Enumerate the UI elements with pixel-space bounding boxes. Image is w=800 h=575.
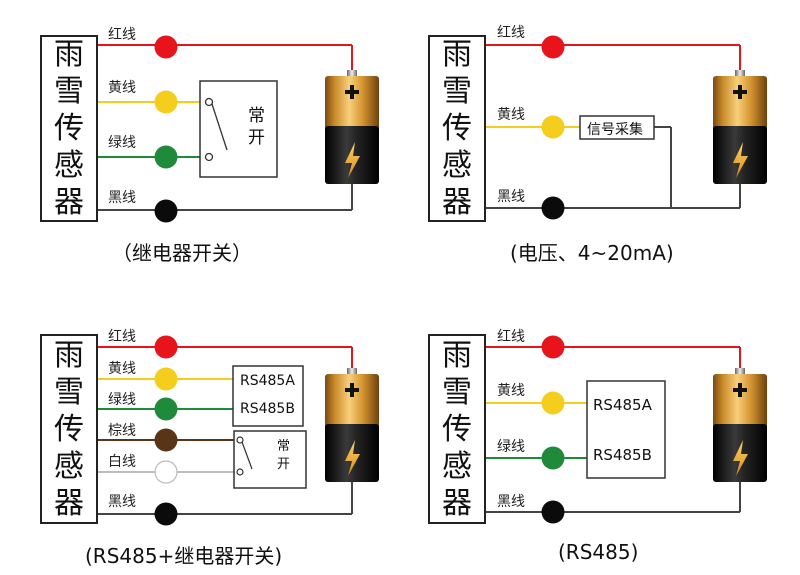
panel-caption: (RS485)	[558, 540, 639, 564]
relay-contact-top	[236, 436, 244, 444]
rs485-box	[586, 380, 666, 479]
green-terminal	[154, 145, 178, 169]
panel-caption: (电压、4~20mA)	[510, 241, 674, 265]
sensor-char: 感	[54, 148, 84, 183]
yellow-terminal	[154, 367, 178, 391]
panel-rs485-wiring	[485, 335, 767, 524]
sensor-box: 雨 雪 传 感 器	[428, 334, 486, 524]
sensor-char: 器	[442, 485, 472, 521]
wire-label-yellow: 黄线	[108, 361, 136, 377]
sensor-char: 传	[54, 411, 84, 447]
black-terminal	[154, 199, 178, 223]
relay-contact-bottom	[204, 152, 214, 162]
sensor-char: 雨	[442, 37, 472, 72]
wire-label-red: 红线	[108, 27, 136, 43]
wire-label-black: 黑线	[497, 189, 525, 205]
wire-label-red: 红线	[108, 329, 136, 345]
panel-analog: 雨 雪 传 感 器 红线 黄线 黑线 信号采集 (电压、4~20mA)	[400, 0, 800, 287]
panel-relay-wiring	[97, 35, 379, 223]
yellow-terminal	[154, 90, 178, 114]
sensor-char: 器	[54, 485, 84, 521]
relay-contact-top	[204, 97, 214, 107]
battery-icon	[713, 70, 767, 184]
wire-label-brown: 棕线	[108, 423, 136, 439]
relay-box	[233, 430, 307, 489]
signal-acquisition-label: 信号采集	[587, 122, 643, 138]
sensor-box: 雨 雪 传 感 器	[40, 334, 98, 524]
relay-contact-bottom	[236, 468, 244, 476]
wire-label-green: 绿线	[108, 135, 136, 151]
wire-label-white: 白线	[108, 454, 136, 470]
relay-label-char: 常	[248, 106, 265, 126]
panel-analog-wiring	[485, 35, 767, 220]
battery-icon	[325, 368, 379, 482]
sensor-char: 器	[442, 185, 472, 220]
sensor-char: 传	[442, 411, 472, 447]
sensor-box: 雨 雪 传 感 器	[40, 35, 98, 222]
wire-label-red: 红线	[497, 25, 525, 41]
relay-label-char: 开	[277, 457, 291, 472]
wire-label-yellow: 黄线	[497, 383, 525, 399]
red-terminal	[541, 35, 565, 59]
rs485a-label: RS485A	[240, 373, 295, 389]
sensor-char: 雨	[442, 337, 472, 373]
rs485-box	[232, 365, 304, 427]
sensor-char: 传	[442, 111, 472, 146]
yellow-terminal	[541, 115, 565, 139]
sensor-char: 感	[442, 448, 472, 484]
relay-box	[199, 80, 278, 178]
brown-terminal	[154, 428, 178, 452]
relay-switch-arm	[211, 103, 228, 151]
panel-caption: (RS485+继电器开关)	[85, 544, 283, 568]
black-terminal	[541, 196, 565, 220]
wire-label-red: 红线	[497, 329, 525, 345]
white-terminal	[154, 460, 178, 484]
wire-label-yellow: 黄线	[497, 107, 525, 123]
black-terminal	[154, 502, 178, 526]
sensor-char: 传	[54, 111, 84, 146]
panel-rs485: 雨 雪 传 感 器 红线 黄线 绿线 黑线 RS485A RS485B (RS4…	[400, 288, 800, 575]
wire-label-yellow: 黄线	[108, 80, 136, 96]
red-terminal	[541, 335, 565, 359]
rs485b-label: RS485B	[593, 446, 652, 464]
sensor-char: 雨	[54, 337, 84, 373]
relay-label-char: 常	[277, 439, 291, 454]
red-terminal	[154, 35, 178, 59]
red-terminal	[154, 335, 178, 359]
wire-label-black: 黑线	[108, 494, 136, 510]
sensor-char: 雨	[54, 37, 84, 72]
yellow-terminal	[541, 391, 565, 415]
relay-switch-arm	[241, 441, 253, 470]
black-terminal	[541, 500, 565, 524]
sensor-box: 雨 雪 传 感 器	[428, 35, 486, 222]
sensor-char: 雪	[54, 374, 84, 410]
sensor-char: 雪	[54, 74, 84, 109]
battery-icon	[713, 368, 767, 482]
rs485b-label: RS485B	[240, 401, 295, 417]
green-terminal	[154, 397, 178, 421]
wire-label-green: 绿线	[497, 439, 525, 455]
wire-label-black: 黑线	[497, 494, 525, 510]
sensor-char: 雪	[442, 374, 472, 410]
battery-icon	[325, 70, 379, 184]
panel-rs485-relay: 雨 雪 传 感 器 红线 黄线 绿线 棕线 白线 黑线 RS485A RS485…	[0, 288, 400, 575]
green-terminal	[541, 446, 565, 470]
panel-relay: 雨 雪 传 感 器 红线 黄线 绿线 黑线 常 开 （继电器开关）	[0, 0, 400, 287]
panel-rs485-relay-wiring	[97, 335, 379, 526]
signal-acquisition-box	[579, 115, 655, 140]
rs485a-label: RS485A	[593, 396, 652, 414]
panel-caption: （继电器开关）	[112, 241, 252, 265]
wire-label-green: 绿线	[108, 392, 136, 408]
relay-label-char: 开	[248, 128, 265, 148]
sensor-char: 器	[54, 185, 84, 220]
sensor-char: 雪	[442, 74, 472, 109]
sensor-char: 感	[54, 448, 84, 484]
sensor-char: 感	[442, 148, 472, 183]
wire-label-black: 黑线	[108, 190, 136, 206]
